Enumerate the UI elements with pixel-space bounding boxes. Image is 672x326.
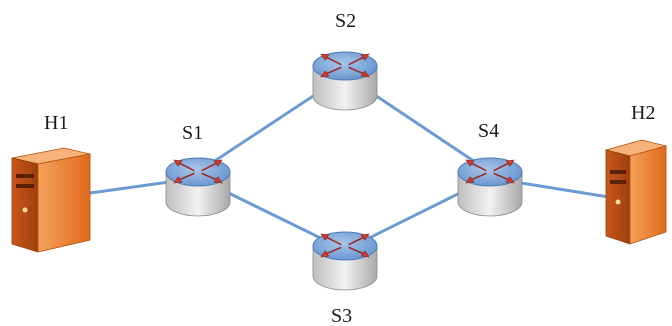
label-s1: S1 [182,122,203,144]
host-h1 [11,147,91,253]
label-h1: H1 [44,112,68,134]
switch-s1 [165,157,231,217]
label-h2: H2 [631,102,655,124]
server-tower-icon [11,147,91,253]
server-tower-icon [604,139,668,245]
host-h2 [604,139,668,245]
switch-s4 [457,157,523,217]
switch-s2 [312,51,378,111]
switch-s3 [312,231,378,291]
label-s3: S3 [331,305,352,326]
label-s4: S4 [478,120,499,142]
label-s2: S2 [335,10,356,32]
